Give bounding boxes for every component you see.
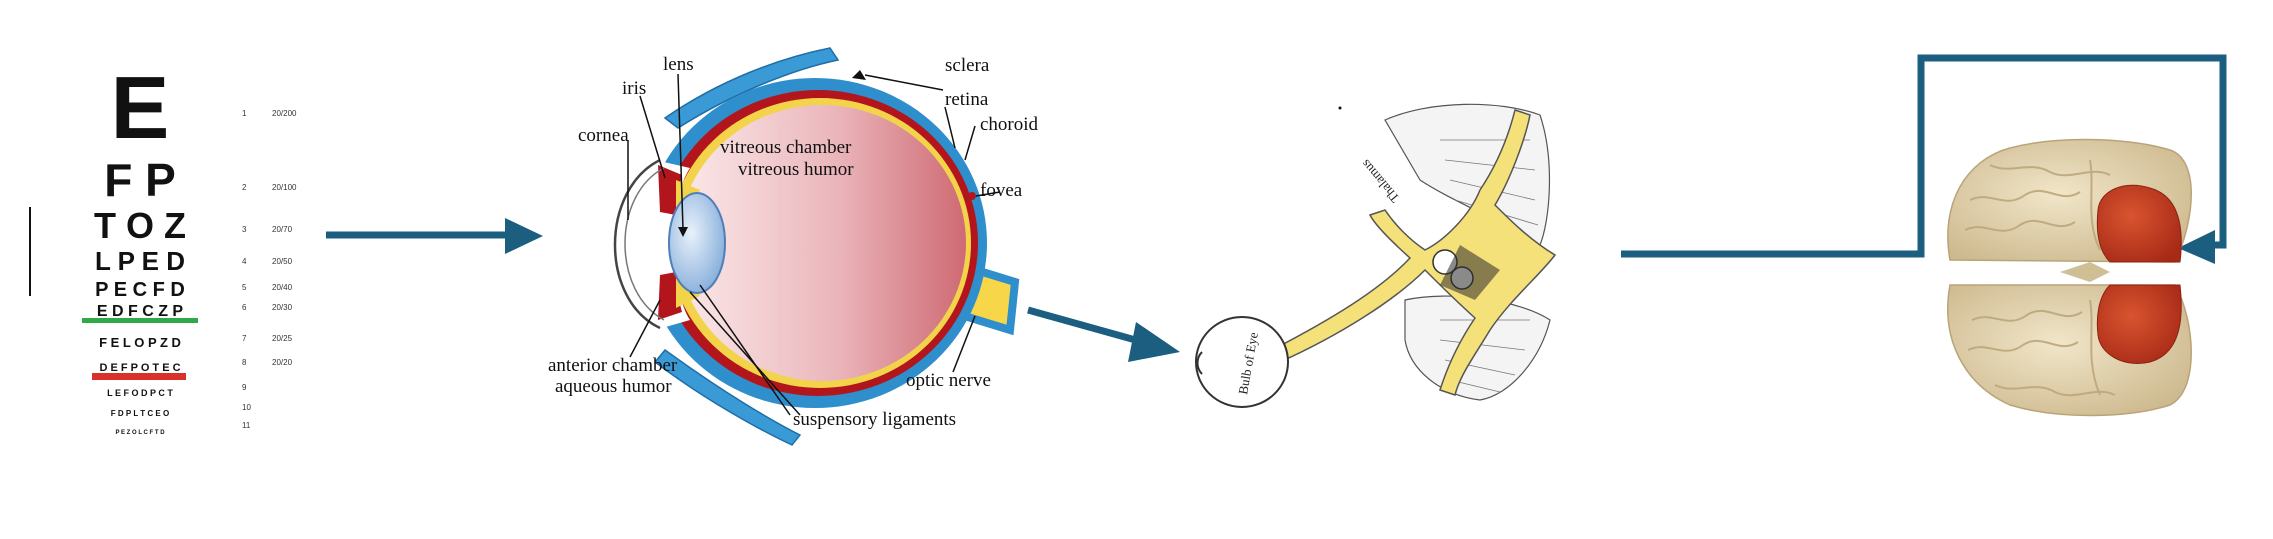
lens-shape xyxy=(668,192,726,294)
chart-row-number: 5 xyxy=(242,283,247,292)
chart-row-letters: P E C F D xyxy=(95,279,185,301)
label-lens: lens xyxy=(663,54,694,75)
label-iris: iris xyxy=(622,78,646,99)
chart-row-letters: L P E D xyxy=(95,246,185,276)
visual-cortex-upper xyxy=(2096,184,2182,263)
chart-row-acuity: 20/30 xyxy=(272,303,293,312)
eye-muscle-bottom xyxy=(653,348,802,446)
chart-row-letters: T O Z xyxy=(94,205,186,246)
chart-row-acuity: 20/70 xyxy=(272,225,293,234)
brain-illustration xyxy=(1947,138,2192,417)
label-choroid: choroid xyxy=(980,114,1039,135)
chart-row-number: 11 xyxy=(242,421,251,430)
label-fovea: fovea xyxy=(980,180,1023,201)
chart-row-number: 1 xyxy=(242,109,247,118)
cornea-shape xyxy=(613,158,661,330)
chart-red-line xyxy=(92,373,186,380)
label-anterior-chamber: anterior chamber xyxy=(548,355,678,376)
chart-row-letters: D E F P O T E C xyxy=(99,362,180,374)
eye-chart-rows: E 1 20/200 F P 2 20/100 T O Z 3 20/70 L P E D 4 20/… xyxy=(94,58,297,436)
arrow-eye-to-pathway xyxy=(1027,306,1180,362)
label-vitreous-humor: vitreous humor xyxy=(738,159,854,180)
chart-row-number: 7 xyxy=(242,334,247,343)
chart-row-number: 10 xyxy=(242,403,251,412)
chart-row-letters: L E F O D P C T xyxy=(107,388,173,398)
chart-row-acuity: 20/20 xyxy=(272,358,293,367)
vitreous-chamber-shape xyxy=(678,105,966,381)
label-thalamus: Thalamus xyxy=(1358,157,1402,206)
chart-row-letters: E xyxy=(111,58,170,157)
chart-row-number: 9 xyxy=(242,383,247,392)
chart-row-acuity: 20/40 xyxy=(272,283,293,292)
chart-row-letters: E D F C Z P xyxy=(97,303,184,320)
chart-row-acuity: 20/25 xyxy=(272,334,293,343)
label-sclera: sclera xyxy=(945,55,990,76)
label-retina: retina xyxy=(945,89,989,110)
optic-nerve-tract xyxy=(1270,109,1557,396)
label-aqueous-humor: aqueous humor xyxy=(555,376,672,397)
visual-cortex-lower xyxy=(2096,284,2182,364)
chart-row-letters: P E Z O L C F T D xyxy=(115,430,165,436)
eye-muscle-top xyxy=(663,47,840,129)
chart-row-acuity: 20/100 xyxy=(272,183,297,192)
fovea-mark xyxy=(968,192,976,200)
chart-row-number: 2 xyxy=(242,183,247,192)
label-optic-nerve: optic nerve xyxy=(906,370,991,391)
chart-row-letters: F E L O P Z D xyxy=(99,335,181,350)
visual-pathway-illustration: Bulb of Eye Thalamus xyxy=(1195,103,1557,408)
chart-row-acuity: 20/50 xyxy=(272,257,293,266)
label-suspensory-ligaments: suspensory ligaments xyxy=(793,409,956,430)
eye-anatomy-illustration: lens sclera iris retina choroid cornea v… xyxy=(548,47,1039,446)
chart-row-acuity: 20/200 xyxy=(272,109,297,118)
chart-row-number: 8 xyxy=(242,358,247,367)
chart-row-letters: F P xyxy=(104,154,176,206)
arrow-pathway-to-cortex xyxy=(1621,54,2227,264)
eye-chart: E 1 20/200 F P 2 20/100 T O Z 3 20/70 L P E D 4 20/… xyxy=(29,58,297,436)
chart-row-number: 4 xyxy=(242,257,247,266)
chart-row-number: 6 xyxy=(242,303,247,312)
chart-row-number: 3 xyxy=(242,225,247,234)
chart-row-letters: F D P L T C E O xyxy=(111,409,169,418)
arrow-chart-to-eye xyxy=(326,218,543,254)
label-cornea: cornea xyxy=(578,125,629,146)
label-vitreous-chamber: vitreous chamber xyxy=(720,137,852,158)
bulb-of-eye-shape xyxy=(1195,316,1289,408)
chart-green-line xyxy=(82,318,198,323)
